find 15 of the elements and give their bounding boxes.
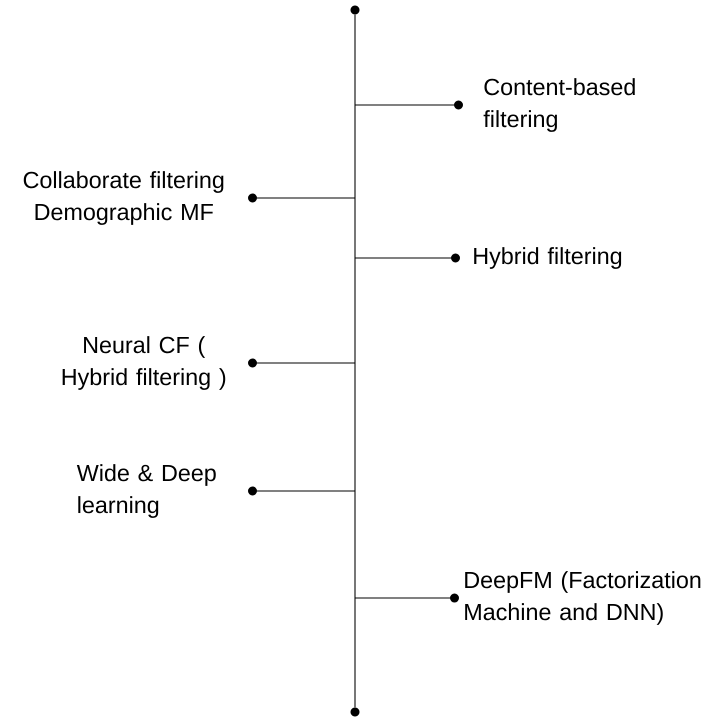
branch-label: Wide & Deep learning: [76, 464, 216, 518]
dot: [350, 6, 360, 14]
branch-line: [248, 486, 355, 496]
timeline-axis: [354, 14, 356, 708]
branch-label: Content-based filtering: [484, 78, 635, 132]
branch-line: [355, 254, 460, 262]
branch-label: Hybrid filtering: [474, 247, 622, 269]
branch-line: [355, 100, 463, 110]
branch-label: DeepFM (Factorization Machine and DNN): [465, 571, 700, 625]
branch-label: Collaborate filtering Demographic MF: [24, 171, 224, 225]
branch-line: [248, 358, 355, 368]
dot: [350, 708, 360, 716]
branch-line: [248, 194, 355, 202]
branch-label: Neural CF ( Hybrid filtering ): [62, 336, 226, 390]
branch-line: [355, 594, 459, 602]
